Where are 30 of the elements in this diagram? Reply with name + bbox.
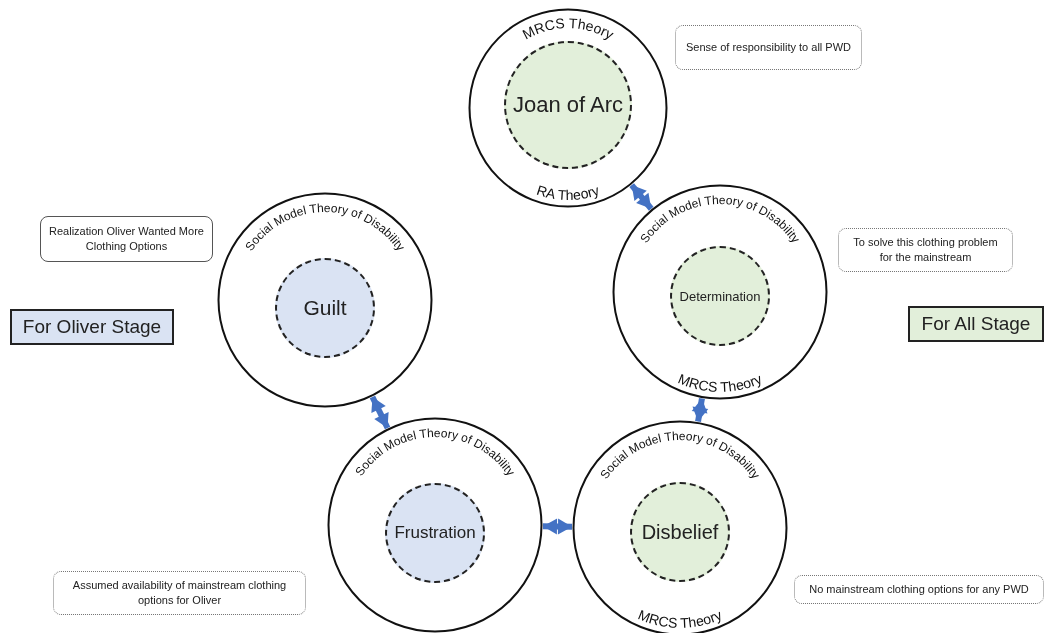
double-arrow: [629, 183, 654, 211]
double-arrow: [542, 518, 573, 535]
stage-panel: [10, 309, 174, 345]
note-card: [40, 216, 213, 262]
stage-panel: [908, 306, 1044, 342]
note-text: To solve this clothing problem for the mainstream: [852, 235, 999, 265]
curved-label: MRCS Theory: [675, 370, 765, 396]
note-card: [53, 571, 306, 615]
note-text: Sense of responsibility to all PWD: [685, 40, 852, 55]
note-card: [838, 228, 1013, 272]
note-text: Realization Oliver Wanted More Clothing Options: [49, 224, 204, 254]
note-card: [794, 575, 1044, 604]
double-arrow: [369, 395, 391, 430]
note-text: Assumed availability of mainstream clothing options for Oliver: [71, 578, 288, 608]
note-text: No mainstream clothing options for any PWD: [809, 582, 1029, 597]
circle-label: Joan of Arc: [512, 92, 624, 118]
note-card: [675, 25, 862, 70]
curved-label: MRCS Theory: [519, 14, 617, 43]
stage-label: For Oliver Stage: [22, 316, 162, 338]
circle-node: [612, 184, 828, 400]
double-arrow: [691, 397, 709, 423]
stage-label: For All Stage: [921, 313, 1031, 335]
circle-label: Determination: [679, 288, 761, 304]
circle-node: [217, 192, 433, 408]
curved-label: RA Theory: [534, 181, 602, 204]
curved-label: MRCS Theory: [635, 606, 725, 632]
circle-node: [327, 417, 543, 633]
circle-label: Disbelief: [641, 520, 719, 544]
circle-label: Guilt: [303, 296, 347, 320]
circle-label: Frustration: [394, 523, 476, 543]
